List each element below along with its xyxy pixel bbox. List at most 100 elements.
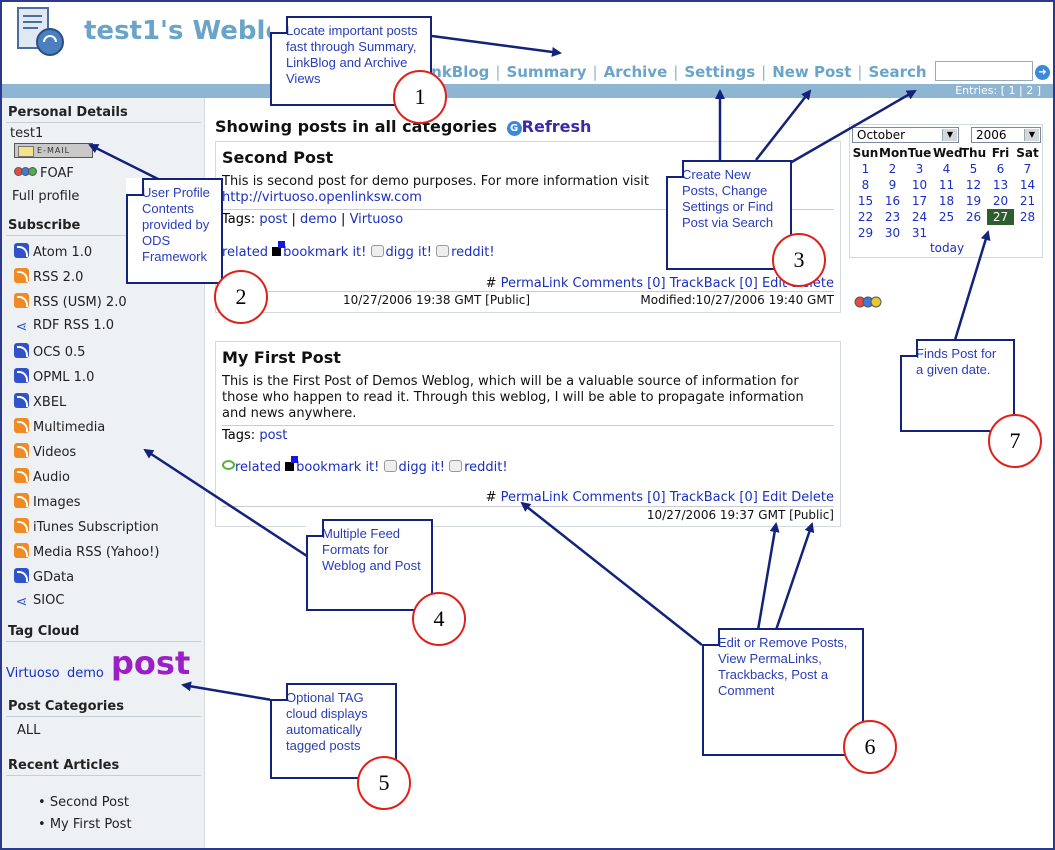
calendar-day[interactable]: 2 [888, 162, 897, 176]
rss-icon [14, 493, 29, 508]
reddit-link[interactable]: reddit! [451, 245, 495, 260]
calendar-day[interactable]: 14 [1019, 178, 1036, 192]
entries-pager[interactable]: Entries: [ 1 | 2 ] [955, 84, 1041, 97]
calendar-day[interactable]: 21 [1019, 194, 1036, 208]
tag-link[interactable]: Virtuoso [349, 212, 404, 227]
calendar-day[interactable]: 24 [911, 210, 928, 224]
recent-article-item[interactable]: • Second Post [38, 795, 129, 810]
feed-rss-usm[interactable]: RSS (USM) 2.0 [14, 293, 127, 313]
foaf-link[interactable]: FOAF [14, 165, 74, 181]
permalink-link[interactable]: PermaLink [500, 490, 569, 505]
tag-link[interactable]: post [259, 212, 288, 227]
permalink-link[interactable]: PermaLink [500, 276, 569, 291]
bookmark-link[interactable]: bookmark it! [283, 245, 367, 260]
nav-archive[interactable]: Archive [603, 63, 668, 81]
digg-link[interactable]: digg it! [385, 245, 432, 260]
reddit-icon [449, 460, 463, 472]
calendar-day[interactable]: 7 [1023, 162, 1032, 176]
feed-multimedia[interactable]: Multimedia [14, 418, 105, 438]
user-name: test1 [10, 126, 44, 141]
comments-link[interactable]: Comments [0] [572, 276, 666, 291]
calendar-day-selected[interactable]: 27 [987, 209, 1014, 225]
trackback-link[interactable]: TrackBack [0] [669, 490, 758, 505]
calendar-day[interactable]: 11 [938, 178, 955, 192]
digg-link[interactable]: digg it! [398, 460, 445, 475]
feed-opml[interactable]: OPML 1.0 [14, 368, 94, 388]
calendar-day[interactable]: 5 [969, 162, 978, 176]
tag-link[interactable]: post [259, 428, 288, 443]
related-link[interactable]: related [235, 460, 281, 475]
tag-link[interactable]: demo [300, 212, 337, 227]
post-link[interactable]: http://virtuoso.openlinksw.com [222, 190, 422, 205]
calendar-day[interactable]: 17 [911, 194, 928, 208]
recent-article-item[interactable]: • My First Post [38, 817, 132, 832]
post-title[interactable]: Second Post [222, 148, 334, 167]
callout-3: Create New Posts, Change Settings or Fin… [666, 160, 792, 270]
email-badge-icon[interactable]: E-MAIL [14, 143, 93, 158]
calendar-day[interactable]: 18 [938, 194, 955, 208]
calendar-day[interactable]: 9 [888, 178, 897, 192]
feed-images[interactable]: Images [14, 493, 81, 513]
calendar-day[interactable]: 23 [884, 210, 901, 224]
personal-details-title: Personal Details [8, 105, 128, 120]
tag-post[interactable]: post [111, 644, 191, 682]
reddit-link[interactable]: reddit! [464, 460, 508, 475]
nav-search[interactable]: Search [868, 63, 927, 81]
calendar-day[interactable]: 13 [992, 178, 1009, 192]
calendar-day[interactable]: 26 [965, 210, 982, 224]
delete-link[interactable]: Delete [791, 490, 834, 505]
today-link[interactable]: today [929, 241, 965, 255]
search-input[interactable] [935, 61, 1033, 81]
tag-virtuoso[interactable]: Virtuoso [6, 666, 60, 681]
feed-ocs[interactable]: OCS 0.5 [14, 343, 85, 363]
full-profile-link[interactable]: Full profile [12, 189, 80, 204]
comments-link[interactable]: Comments [0] [572, 490, 666, 505]
feed-gdata[interactable]: GData [14, 568, 74, 588]
feed-xbel[interactable]: XBEL [14, 393, 66, 413]
month-select[interactable]: October▼ [852, 127, 959, 143]
calendar-day[interactable]: 16 [884, 194, 901, 208]
feed-itunes[interactable]: iTunes Subscription [14, 518, 159, 538]
calendar-week-row: 15 16 17 18 19 20 21 [852, 193, 1042, 209]
nav-settings[interactable]: Settings [684, 63, 756, 81]
refresh-icon[interactable]: G [506, 121, 522, 136]
calendar-day[interactable]: 12 [965, 178, 982, 192]
edit-link[interactable]: Edit [761, 490, 788, 505]
calendar-day[interactable]: 25 [938, 210, 955, 224]
nav-summary[interactable]: Summary [506, 63, 587, 81]
search-go-icon[interactable]: ➜ [1035, 65, 1050, 80]
calendar-day[interactable]: 6 [996, 162, 1005, 176]
category-all-link[interactable]: ALL [17, 723, 41, 738]
calendar-day[interactable]: 10 [911, 178, 928, 192]
related-link[interactable]: related [222, 245, 268, 260]
calendar-day[interactable]: 29 [857, 226, 874, 240]
tag-demo[interactable]: demo [67, 666, 104, 681]
calendar-day[interactable]: 1 [861, 162, 870, 176]
nav-linkblog[interactable]: inkBlog [426, 63, 490, 81]
calendar-day[interactable]: 31 [911, 226, 928, 240]
feed-rdf-rss[interactable]: ⋖RDF RSS 1.0 [15, 318, 114, 335]
calendar-day[interactable]: 22 [857, 210, 874, 224]
post-modified: Modified:10/27/2006 19:40 GMT [640, 293, 834, 307]
calendar-day[interactable]: 3 [915, 162, 924, 176]
calendar-day[interactable]: 8 [861, 178, 870, 192]
calendar-day[interactable]: 30 [884, 226, 901, 240]
feed-sioc[interactable]: ⋖SIOC [15, 593, 65, 610]
feed-videos[interactable]: Videos [14, 443, 76, 463]
calendar-day[interactable]: 20 [992, 194, 1009, 208]
calendar-day[interactable]: 15 [857, 194, 874, 208]
feed-atom[interactable]: Atom 1.0 [14, 243, 92, 263]
digg-icon [370, 245, 384, 257]
year-select[interactable]: 2006▼ [971, 127, 1041, 143]
feed-rss2[interactable]: RSS 2.0 [14, 268, 83, 288]
calendar-day[interactable]: 4 [942, 162, 951, 176]
refresh-link[interactable]: Refresh [521, 117, 592, 136]
calendar-day[interactable]: 28 [1019, 210, 1036, 224]
post-title[interactable]: My First Post [222, 348, 341, 367]
trackback-link[interactable]: TrackBack [0] [669, 276, 758, 291]
feed-media-rss[interactable]: Media RSS (Yahoo!) [14, 543, 159, 563]
nav-new-post[interactable]: New Post [772, 63, 852, 81]
calendar-day[interactable]: 19 [965, 194, 982, 208]
feed-audio[interactable]: Audio [14, 468, 70, 488]
bookmark-link[interactable]: bookmark it! [296, 460, 380, 475]
